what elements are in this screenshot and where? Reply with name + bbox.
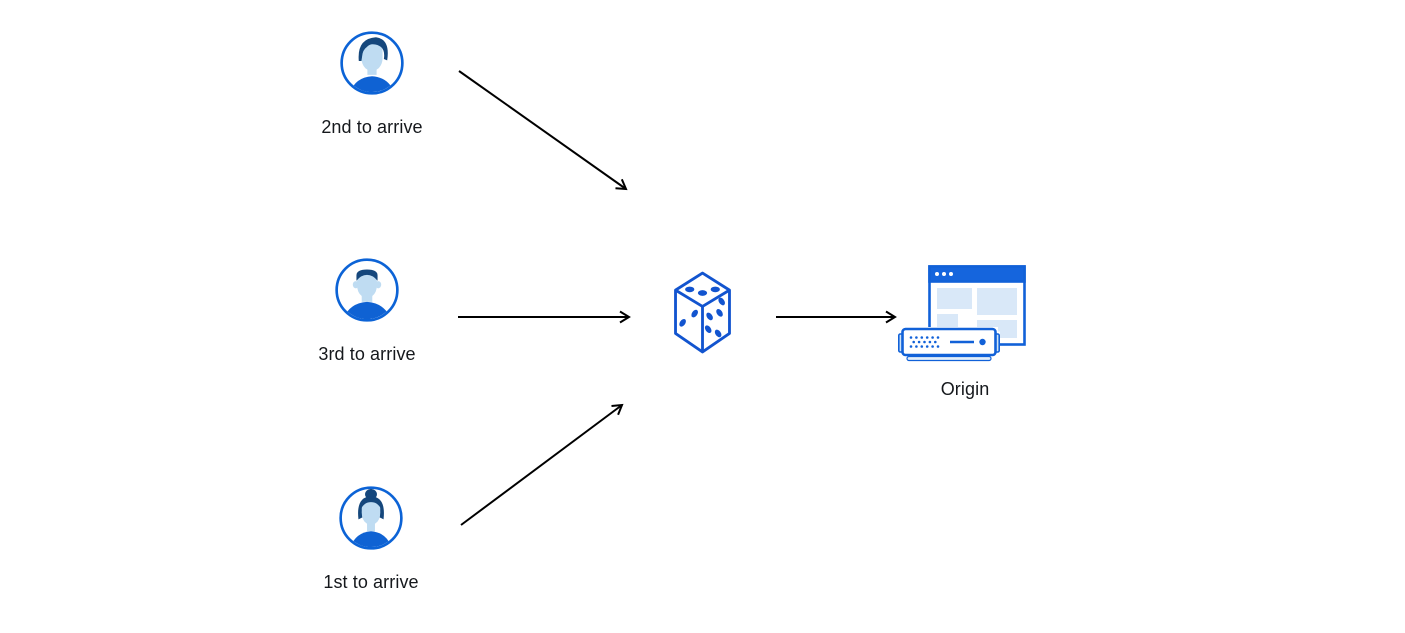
user-node-1st-to-arrive: 1st to arrive [301, 485, 441, 592]
arrow-user2-to-dice [458, 70, 628, 191]
dice-node [667, 268, 738, 362]
man-short-hair-avatar-icon [297, 257, 437, 323]
server-icon [898, 327, 1000, 368]
origin-label: Origin [940, 379, 990, 399]
user-node-2nd-to-arrive: 2nd to arrive [302, 30, 442, 137]
user-label: 1st to arrive [323, 572, 419, 592]
man-swept-hair-avatar-icon [302, 30, 442, 96]
user-label: 3rd to arrive [318, 344, 416, 364]
origin-node: Origin [895, 263, 1035, 403]
dice-icon [667, 271, 738, 361]
user-node-3rd-to-arrive: 3rd to arrive [297, 257, 437, 364]
woman-hair-bun-avatar-icon [301, 485, 441, 551]
arrow-user1-to-dice [460, 403, 624, 526]
user-label: 2nd to arrive [321, 117, 423, 137]
